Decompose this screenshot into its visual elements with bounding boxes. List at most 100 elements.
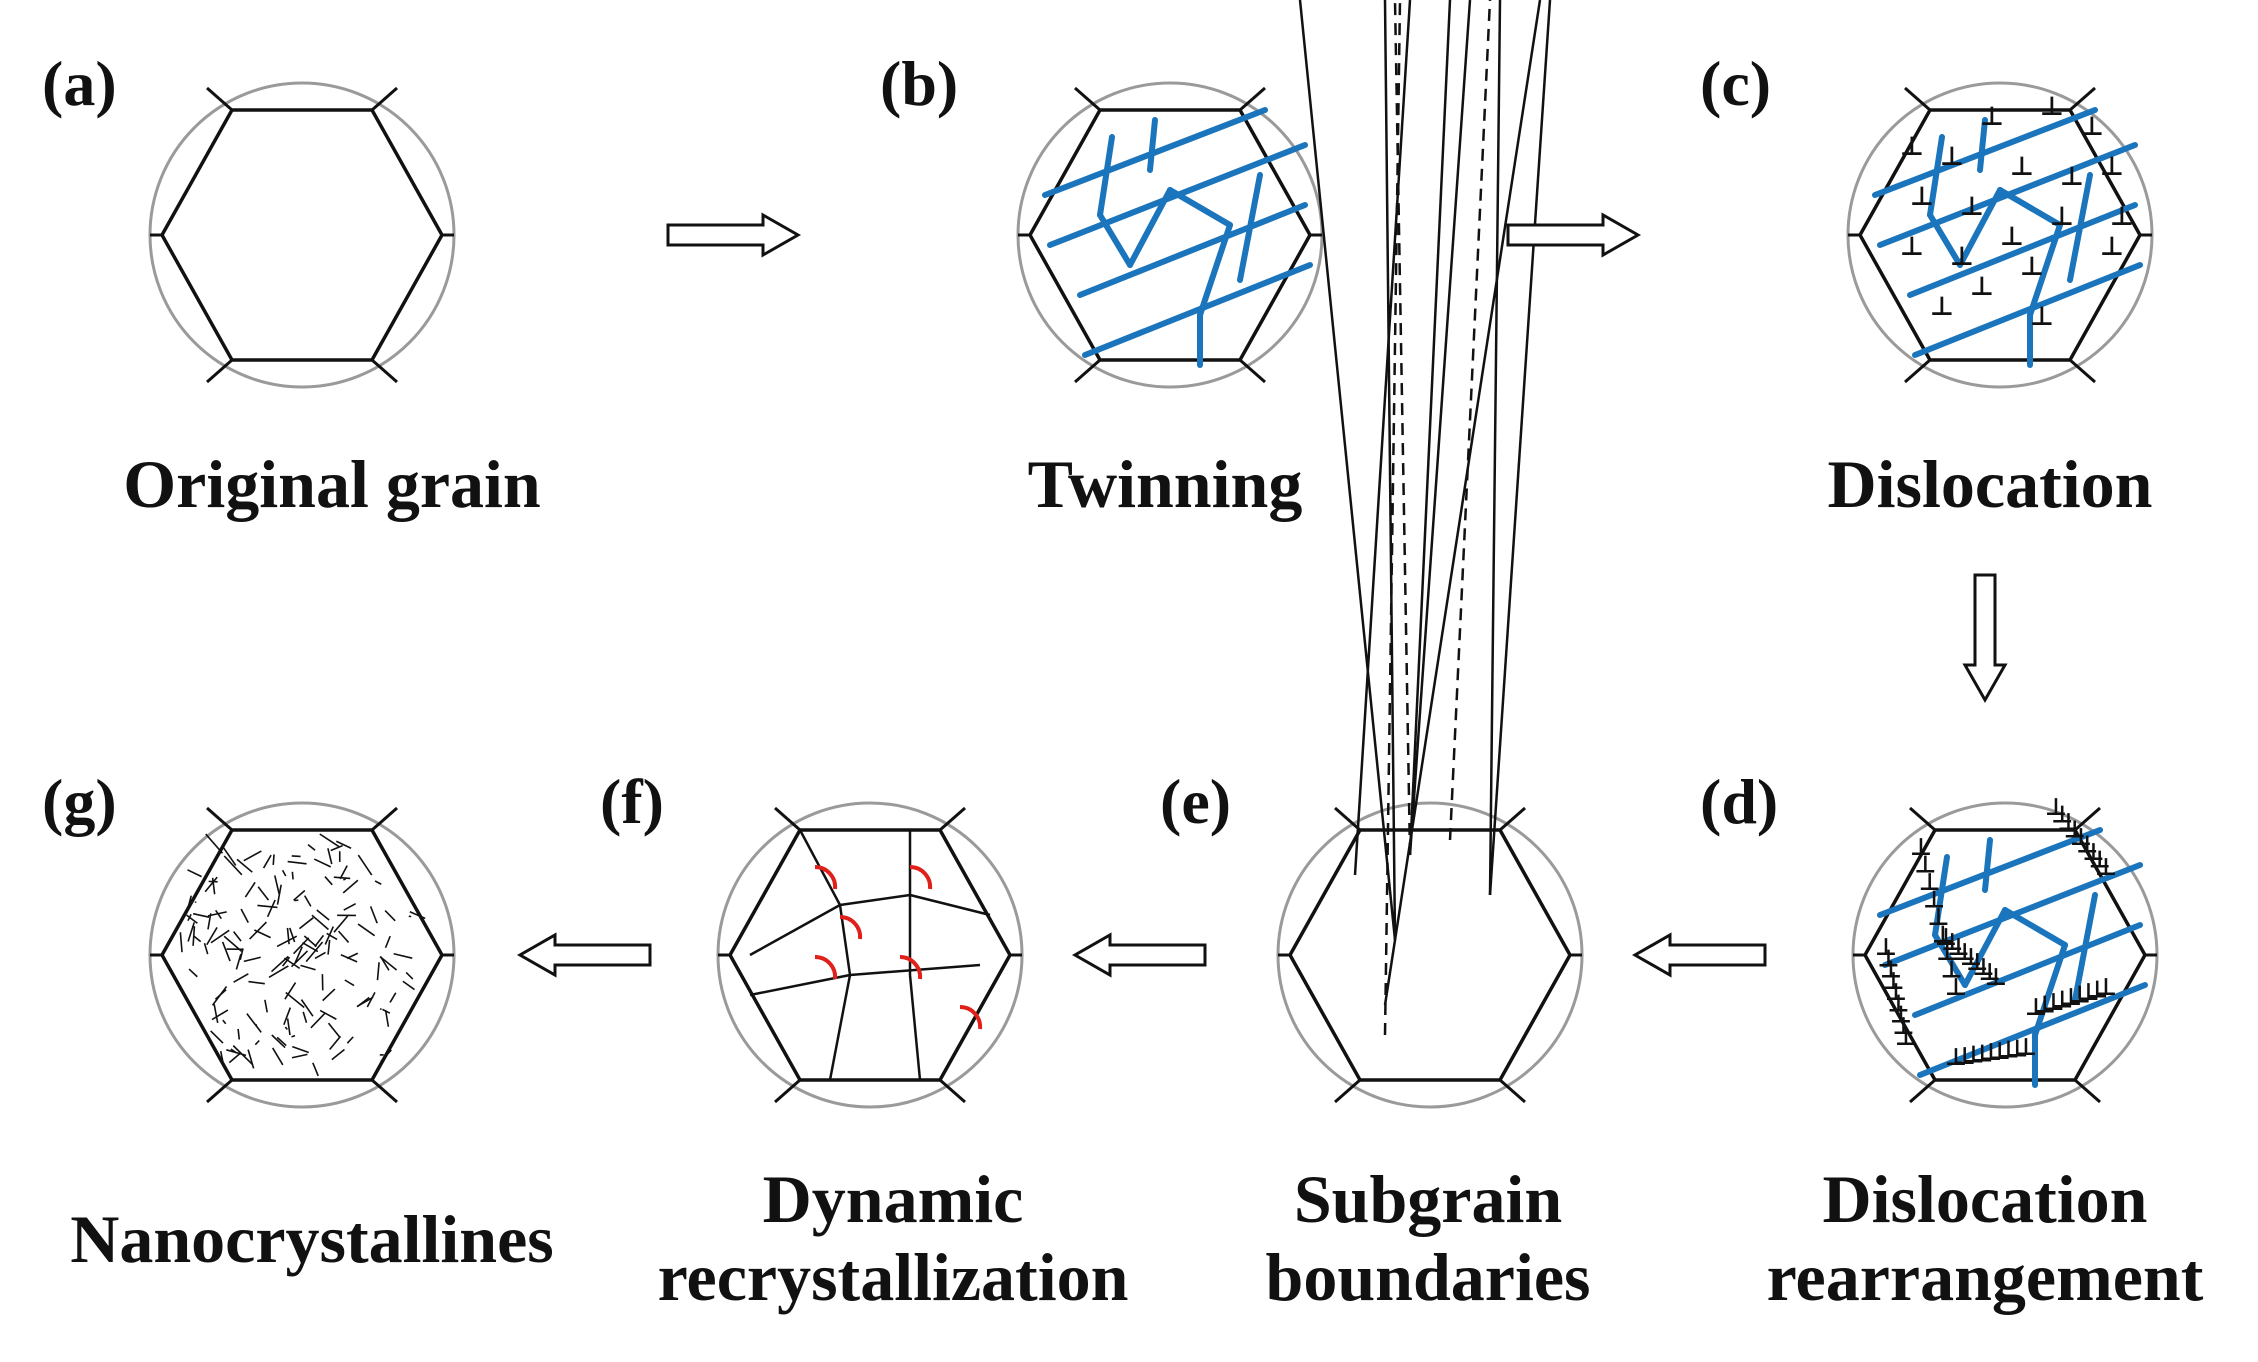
twin-boundary <box>1082 262 1313 358</box>
dislocation-wall-symbol: ⊥ <box>2078 978 2100 1006</box>
caption-line: recrystallization <box>657 1239 1129 1316</box>
twin-boundary <box>1917 982 2148 1078</box>
dislocation-wall-symbol: ⊥ <box>1928 903 1950 931</box>
dislocation-symbol: ⊥ <box>1960 192 1984 222</box>
nanograin-boundary <box>310 1013 326 1029</box>
nanograin-boundary <box>211 877 216 895</box>
nanograin-boundary <box>186 914 198 924</box>
dislocation-wall-symbol: ⊥ <box>2015 1033 2037 1061</box>
neighbor-boundary <box>1499 806 1526 832</box>
grain-frame-circle <box>148 81 456 389</box>
nanograin-boundary <box>393 952 413 959</box>
nanograin-boundary <box>246 1013 262 1033</box>
nanograin-boundary <box>339 865 348 880</box>
dislocation-wall-symbol: ⊥ <box>1998 1036 2020 1064</box>
nanograin-boundary <box>291 871 294 880</box>
recrystallized-boundary <box>909 893 991 917</box>
nanograin-boundary <box>357 923 376 937</box>
dislocation-symbol: ⊥ <box>2100 232 2124 262</box>
twin-boundary <box>1042 107 1268 198</box>
nanograin-boundary <box>179 932 183 953</box>
twin-boundary <box>1877 827 2103 918</box>
nanograin-boundary <box>187 922 195 942</box>
neighbor-boundary <box>1909 806 1936 832</box>
nanograin-boundary <box>316 909 330 921</box>
neighbor-boundary <box>939 806 966 832</box>
nanograin-boundary <box>293 889 306 901</box>
twin-boundary <box>1127 187 1173 268</box>
twin-boundary <box>1237 172 1263 283</box>
nanograin-boundary <box>286 1018 291 1036</box>
grain-c-dislocation: ⊥⊥⊥⊥⊥⊥⊥⊥⊥⊥⊥⊥⊥⊥⊥⊥⊥⊥⊥⊥ <box>1846 81 2154 389</box>
recrystallization-nucleus-arc <box>814 864 838 890</box>
twin-boundary <box>1962 907 2008 988</box>
nanograin-boundary <box>286 927 290 945</box>
dislocation-symbol: ⊥ <box>1980 102 2004 132</box>
nanograin-boundary <box>221 845 237 866</box>
nanograin-boundary <box>248 980 265 985</box>
nanograin-boundary <box>287 860 307 865</box>
dislocation-wall-symbol: ⊥ <box>1954 938 1976 966</box>
twin-boundary <box>1077 202 1308 298</box>
nanograin-boundary <box>243 956 261 963</box>
nanograin-boundary <box>192 926 196 946</box>
nanograin-boundary <box>402 980 415 991</box>
subgrain-boundary <box>1408 0 1452 856</box>
nanograin-boundary <box>207 913 212 930</box>
nanograin-boundary <box>356 996 374 1008</box>
panel-label-f: (f) <box>600 766 664 837</box>
nanograin-boundary <box>262 854 272 869</box>
panel-label-d: (d) <box>1700 766 1779 837</box>
dislocation-wall-symbol: ⊥ <box>2095 853 2117 881</box>
dislocation-symbol: ⊥ <box>1940 142 1964 172</box>
neighbor-boundary <box>774 1078 801 1104</box>
nanograin-boundary <box>389 992 397 1003</box>
dislocation-symbol: ⊥ <box>1950 242 1974 272</box>
dislocation-wall-symbol: ⊥ <box>2069 981 2091 1009</box>
nanograin-boundary <box>302 941 319 953</box>
twin-boundary <box>1147 117 1158 173</box>
neighbor-boundary <box>371 1078 398 1104</box>
nanograin-boundary <box>357 854 373 876</box>
grain-d-rearrangement: ⊥⊥⊥⊥⊥⊥⊥⊥⊥⊥⊥⊥⊥⊥⊥⊥⊥⊥⊥⊥⊥⊥⊥⊥⊥⊥⊥⊥⊥⊥⊥⊥⊥⊥⊥⊥⊥⊥⊥⊥… <box>1851 793 2159 1109</box>
caption-twinning: Twinning <box>1028 445 1303 523</box>
nanograin-boundary <box>233 931 242 942</box>
dislocation-symbol: ⊥ <box>2050 202 2074 232</box>
nanograin-boundary <box>302 1011 308 1023</box>
nanograin-boundary <box>223 855 243 876</box>
nanograin-boundary <box>219 1050 224 1062</box>
nanograin-boundary <box>188 968 198 978</box>
dislocation-wall-symbol: ⊥ <box>2025 993 2047 1021</box>
neighbor-boundary <box>206 806 233 832</box>
dislocation-symbol: ⊥ <box>2010 152 2034 182</box>
dislocation-wall-symbol: ⊥ <box>1954 1042 1976 1070</box>
grain-boundary-hexagon <box>1287 828 1573 1082</box>
grain-frame-circle <box>148 801 456 1109</box>
dislocation-wall-symbol: ⊥ <box>1890 1001 1912 1029</box>
grain-frame-circle <box>1276 801 1584 1109</box>
recrystallization-nucleus-arc <box>814 954 838 980</box>
neighbor-boundary <box>774 806 801 832</box>
nanograin-boundary <box>271 1034 286 1049</box>
subgrain-boundary <box>1448 0 1492 841</box>
nanograin-boundary <box>211 1009 229 1021</box>
nanograin-boundary <box>281 869 287 877</box>
twin-boundary <box>1907 202 2138 298</box>
recrystallization-nucleus-arc <box>909 864 933 890</box>
grain-frame-circle <box>716 801 1024 1109</box>
dislocation-wall-symbol: ⊥ <box>1966 948 1988 976</box>
dislocation-wall-symbol: ⊥ <box>1875 933 1897 961</box>
dislocation-wall-symbol: ⊥ <box>1932 921 1954 949</box>
nanograin-boundary <box>232 1045 254 1066</box>
subgrain-boundary <box>1488 0 1502 896</box>
dislocation-wall-symbol: ⊥ <box>2064 816 2086 844</box>
subgrain-boundary <box>1383 0 1397 941</box>
nanograin-boundary <box>240 908 249 923</box>
grain-g-nanocrystalline <box>148 801 456 1109</box>
dislocation-wall-symbol: ⊥ <box>2058 808 2080 836</box>
dislocation-wall-symbol: ⊥ <box>1960 943 1982 971</box>
nanograin-boundary <box>409 911 426 920</box>
nanograin-boundary <box>272 854 275 865</box>
nanograin-boundary <box>205 833 224 854</box>
